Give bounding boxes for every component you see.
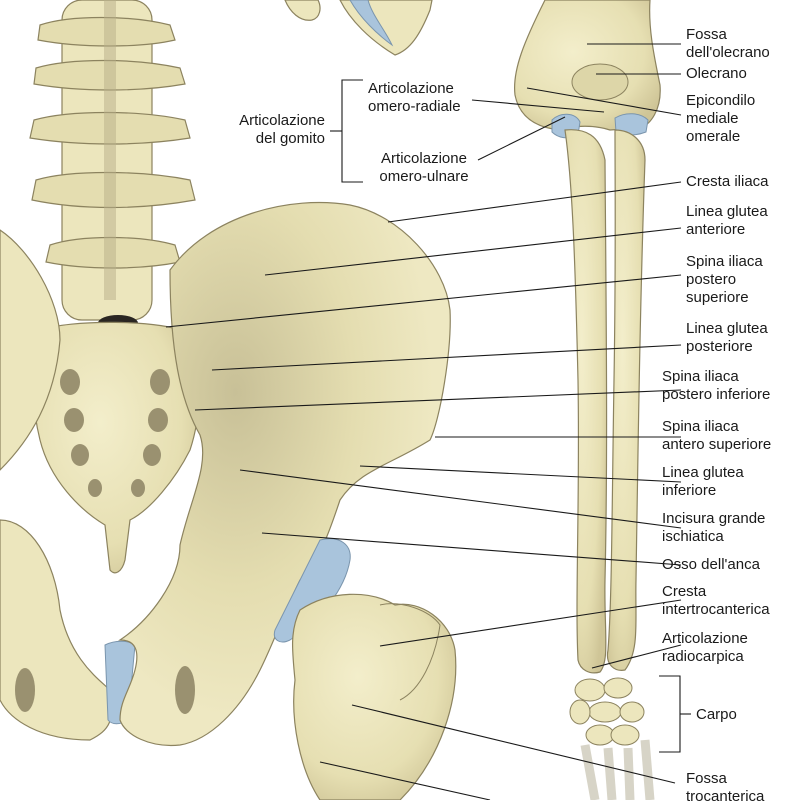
label-incisura-grande-ischiatica: Incisura grande ischiatica [662,510,766,545]
leader-lines [165,43,691,800]
label-cresta-intertrocanterica: Cresta intertrocanterica [662,583,770,618]
label-fossa-trocanterica: Fossa trocanterica [686,770,765,805]
label-cresta-iliaca: Cresta iliaca [686,173,769,190]
label-articolazione-omero-radiale: Articolazione omero-radiale [368,80,461,115]
label-olecrano: Olecrano [686,65,747,82]
femur-proximal [291,593,457,800]
label-osso-dell-anca: Osso dell'anca [662,556,760,573]
hip-joint-cartilage [273,538,351,643]
label-articolazione-omero-ulnare: Articolazione omero-ulnare [379,150,469,185]
label-articolazione-radiocarpica: Articolazione radiocarpica [662,630,748,665]
label-linea-glutea-posteriore: Linea glutea posteriore [686,320,768,355]
label-carpo: Carpo [696,706,737,723]
top-bone-fragment [284,0,433,56]
label-articolazione-del-gomito: Articolazione del gomito [239,112,325,147]
label-spina-iliaca-postero-superiore: Spina iliaca postero superiore [686,253,763,306]
sacrum [33,321,201,574]
label-linea-glutea-inferiore: Linea glutea inferiore [662,464,744,499]
label-spina-iliaca-antero-superiore: Spina iliaca antero superiore [662,418,772,453]
label-spina-iliaca-postero-inferiore: Spina iliaca postero inferiore [662,368,771,403]
carpal-bones [569,677,655,800]
right-hip-bone [118,202,451,747]
label-linea-glutea-anteriore: Linea glutea anteriore [686,203,768,238]
arm-bones [513,0,661,674]
vertebral-column [29,0,196,331]
label-fossa-olecrano: Fossa dell'olecrano [686,26,770,61]
label-epicondilo: Epicondilo mediale omerale [686,92,756,145]
